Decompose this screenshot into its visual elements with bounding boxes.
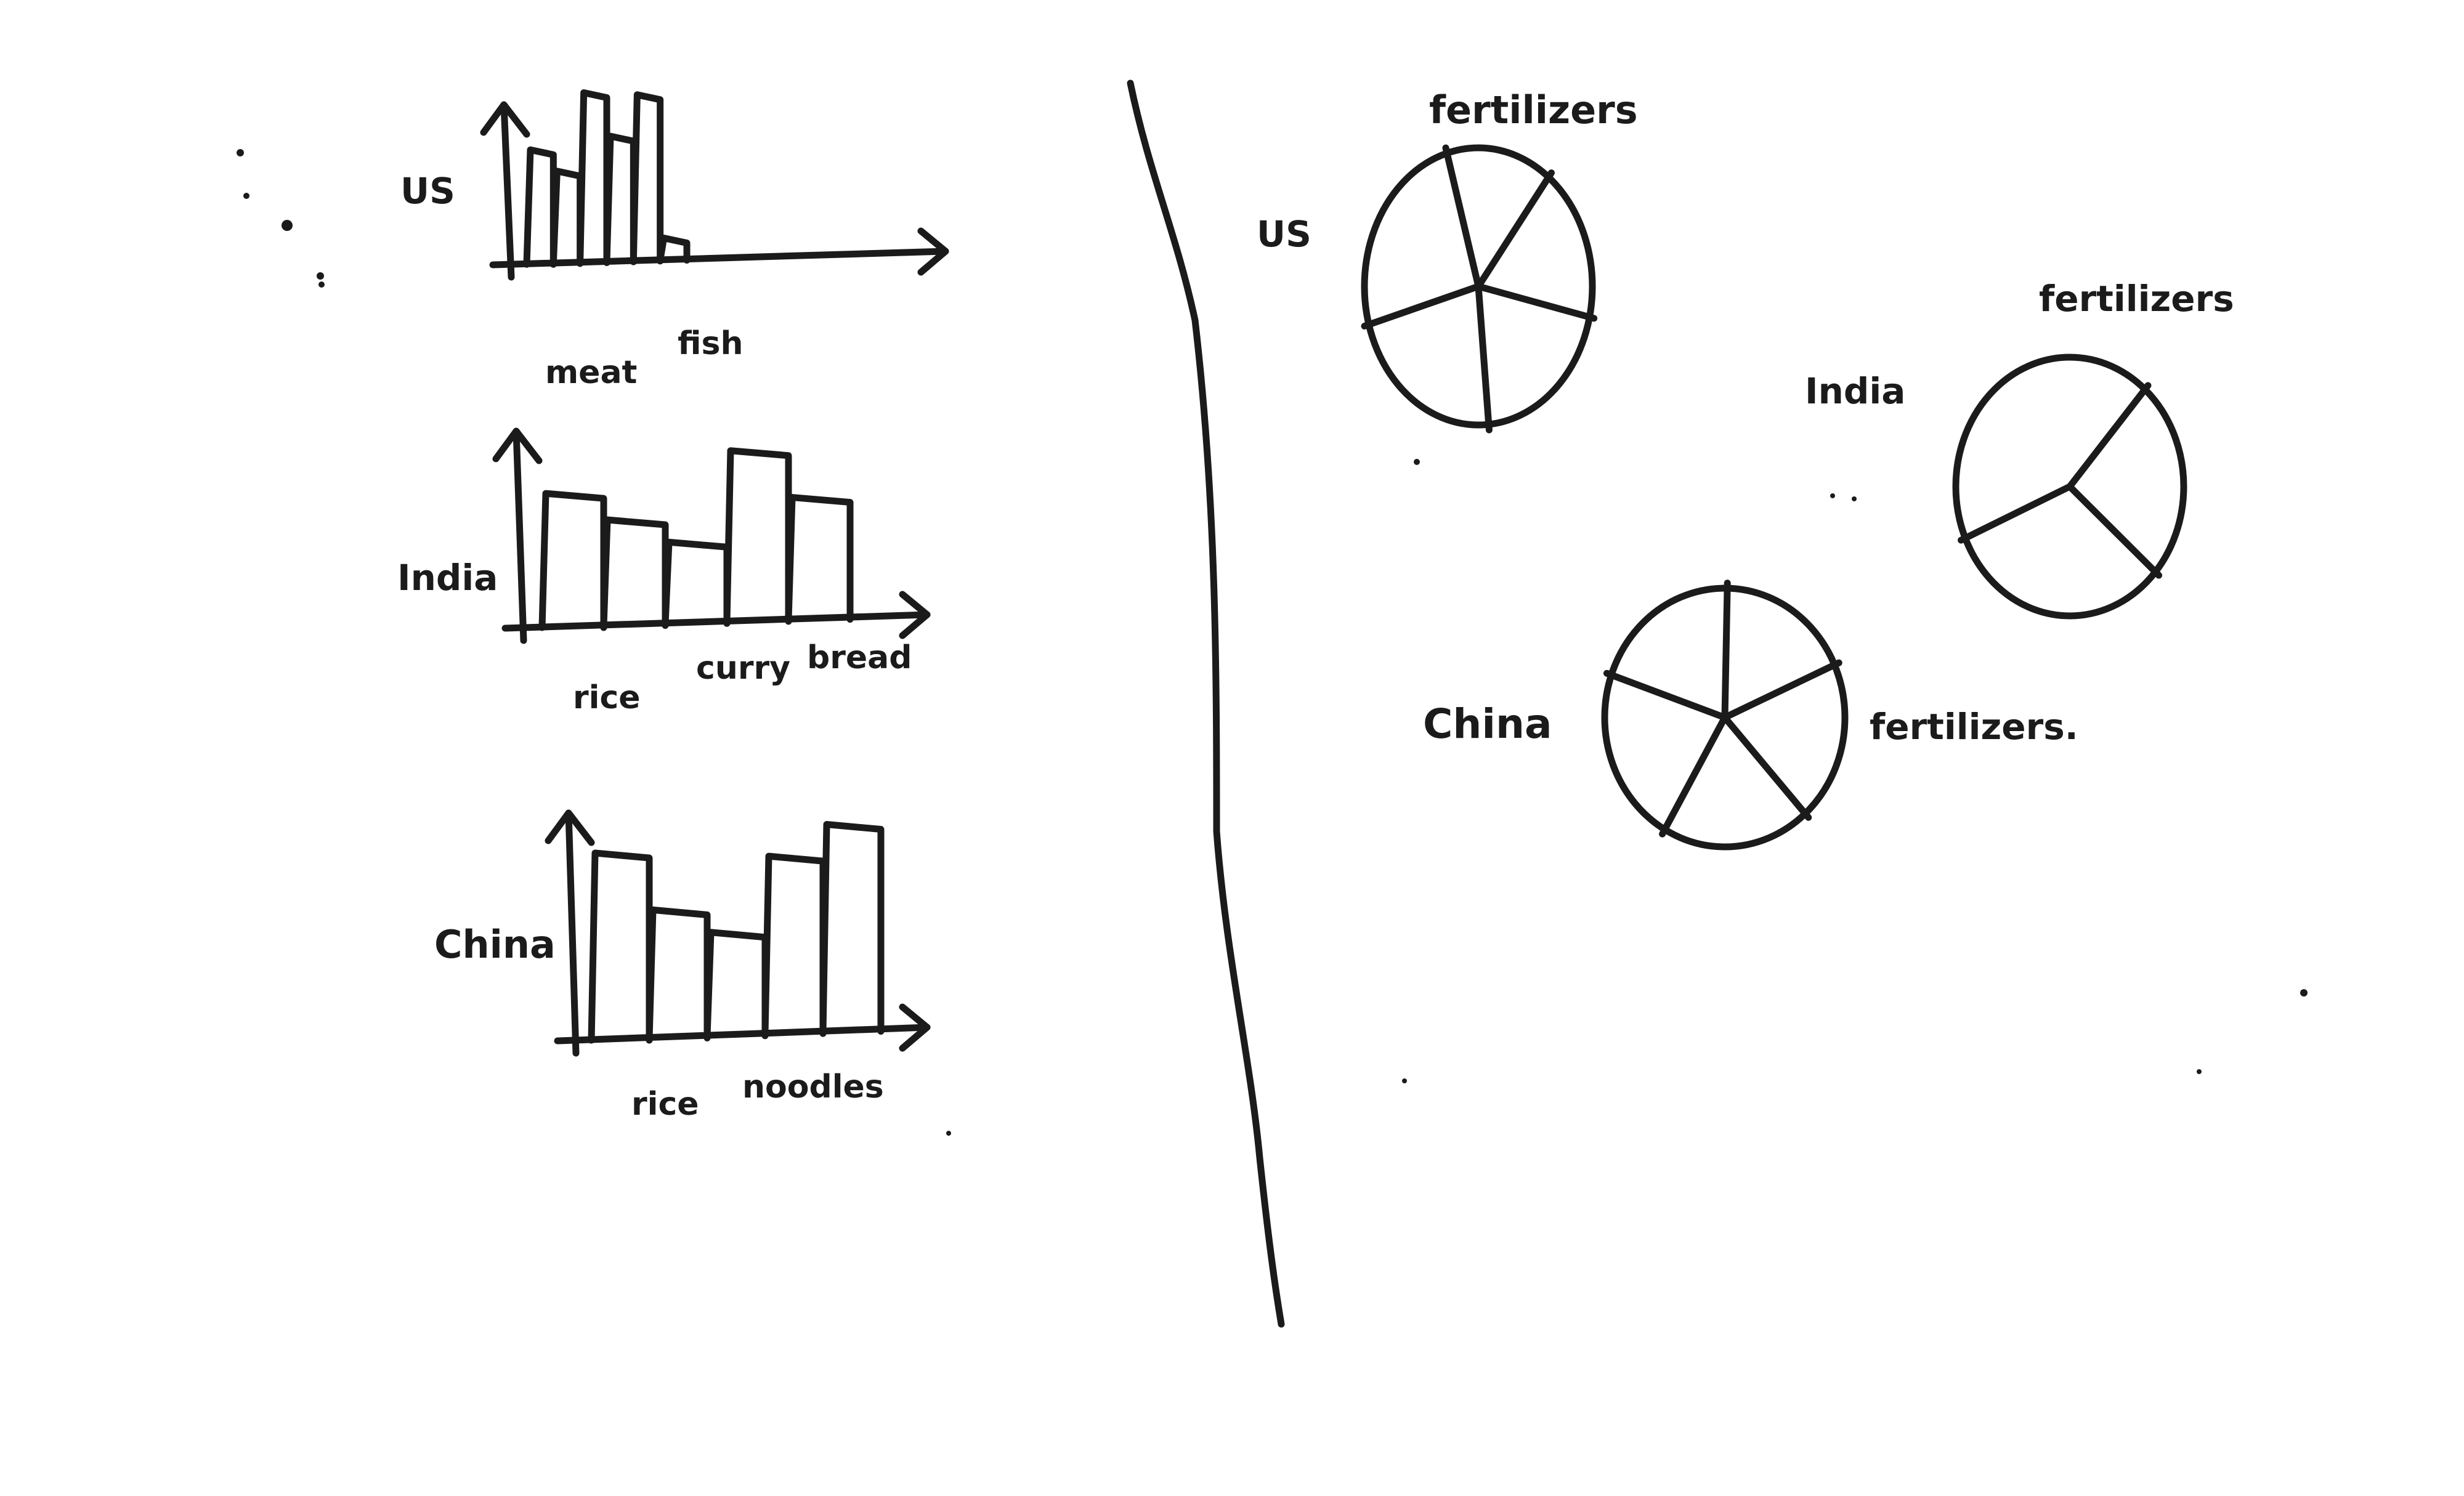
pie-slice-divider: [1475, 283, 1598, 322]
pie-slice-divider: [1475, 169, 1555, 290]
x-axis: [554, 1024, 931, 1045]
y-axis-arrowhead: [480, 101, 530, 138]
pie-outline: [1952, 354, 2187, 620]
category-label: noodles: [742, 1069, 884, 1106]
pie-slice-divider: [1603, 669, 1728, 721]
pie-slice-divider: [1721, 714, 1812, 821]
pie-slice-divider: [2066, 382, 2152, 490]
y-axis: [565, 809, 580, 1057]
bars: [523, 89, 691, 268]
pie-slice-divider: [1442, 144, 1482, 290]
x-axis-arrowhead: [899, 1003, 931, 1052]
category-label: bread: [807, 639, 912, 676]
bars: [538, 447, 854, 631]
pie-slice-divider: [2066, 483, 2163, 579]
row-label: China: [434, 922, 556, 967]
pie-slice-divider: [1475, 283, 1493, 434]
row-label: India: [1805, 370, 1905, 412]
y-axis-arrowhead: [492, 427, 543, 464]
bars: [588, 821, 885, 1044]
bar-chart-us: US meat fish: [400, 89, 949, 391]
bar-chart-china: China rice noodles: [434, 809, 931, 1123]
pie-slice-divider: [1361, 283, 1482, 330]
pie-outline: [1361, 144, 1596, 429]
pie-slice-divider: [1659, 714, 1728, 838]
category-label: curry: [696, 650, 790, 687]
pie-slice-divider: [1958, 483, 2073, 544]
pie-chart-india: India fertilizers: [1805, 278, 2234, 620]
category-label: meat: [545, 354, 637, 391]
y-axis: [513, 427, 527, 644]
divider-line: [1127, 79, 1285, 1328]
x-axis-arrowhead: [899, 591, 931, 639]
pie-title: fertilizers: [1429, 87, 1638, 132]
row-label: India: [397, 557, 498, 599]
bar-chart-india: India rice curry bread: [397, 427, 931, 716]
y-axis: [500, 101, 515, 281]
y-axis-arrowhead: [545, 809, 595, 846]
pie-chart-china: China fertilizers.: [1423, 580, 2078, 851]
pie-title: fertilizers: [2039, 278, 2234, 320]
x-axis: [489, 248, 949, 269]
category-label: fish: [678, 325, 744, 362]
pie-chart-us: US fertilizers: [1257, 87, 1638, 434]
row-label: US: [1257, 213, 1311, 255]
paper-specks: [237, 149, 2308, 1136]
pie-slice-divider: [1721, 580, 1731, 721]
row-label: China: [1423, 700, 1552, 748]
x-axis-arrowhead: [917, 227, 949, 276]
row-label: US: [400, 170, 455, 212]
pie-slice-divider: [1721, 659, 1842, 721]
category-label: rice: [573, 679, 641, 716]
pie-title: fertilizers.: [1870, 706, 2078, 748]
x-axis: [501, 611, 931, 632]
category-label: rice: [631, 1086, 699, 1123]
